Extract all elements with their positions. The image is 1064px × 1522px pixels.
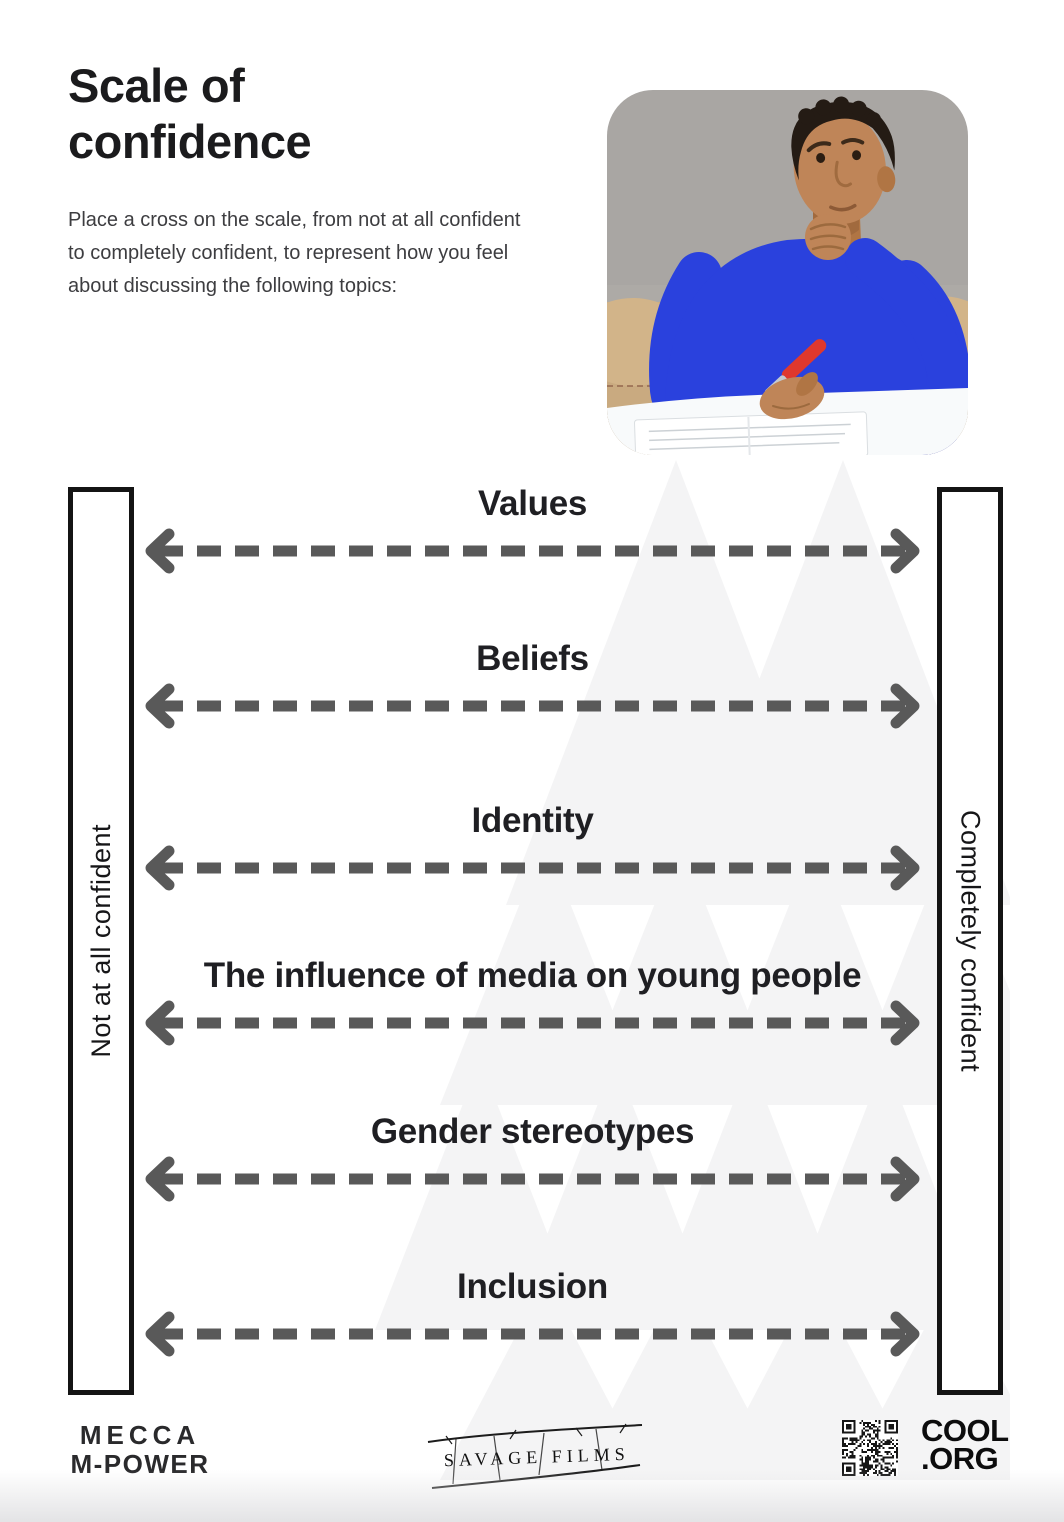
mecca-logo-line2: M-POWER (70, 1449, 210, 1479)
topic-label-identity: Identity (471, 801, 594, 840)
confidence-scale-arrow[interactable] (143, 683, 922, 729)
student-photo-illustration (607, 90, 968, 455)
scale-row-inclusion: Inclusion (143, 1267, 922, 1357)
topic-label-inclusion: Inclusion (457, 1267, 608, 1306)
page-title: Scale of confidence (68, 59, 312, 168)
cool-org-logo: COOL .ORG (921, 1413, 1009, 1476)
mecca-logo-line1: MECCA (79, 1420, 201, 1450)
instructions-text: Place a cross on the scale, from not at … (68, 209, 521, 297)
student-thinking-photo (607, 90, 968, 455)
scale-row-values: Values (143, 484, 922, 574)
cool-org-logo-line2: .ORG (921, 1441, 999, 1476)
mecca-mpower-logo: MECCA M-POWER (60, 1421, 220, 1479)
scale-endpoint-left: Not at all confident (68, 487, 134, 1395)
confidence-scale-arrow[interactable] (143, 845, 922, 891)
scale-endpoint-right: Completely confident (937, 487, 1003, 1395)
scale-row-identity: Identity (143, 801, 922, 891)
topic-label-media-influence: The influence of media on young people (203, 956, 862, 995)
scale-endpoint-right-label: Completely confident (955, 809, 986, 1073)
topic-label-beliefs: Beliefs (476, 639, 589, 678)
confidence-scale-arrow[interactable] (143, 1156, 922, 1202)
confidence-scale-arrow[interactable] (143, 1311, 922, 1357)
topic-label-gender-stereotypes: Gender stereotypes (370, 1112, 695, 1151)
confidence-scale-arrow[interactable] (143, 528, 922, 574)
scale-row-beliefs: Beliefs (143, 639, 922, 729)
savage-films-logo: SAVAGE FILMS (426, 1418, 648, 1500)
scale-endpoint-left-label: Not at all confident (85, 824, 116, 1058)
confidence-scale-arrow[interactable] (143, 1000, 922, 1046)
scale-row-gender-stereotypes: Gender stereotypes (143, 1112, 922, 1202)
topic-label-values: Values (477, 484, 588, 523)
scale-row-media-influence: The influence of media on young people (143, 956, 922, 1046)
qr-code (842, 1420, 898, 1476)
cool-org-logo-line1: COOL (921, 1413, 1009, 1448)
